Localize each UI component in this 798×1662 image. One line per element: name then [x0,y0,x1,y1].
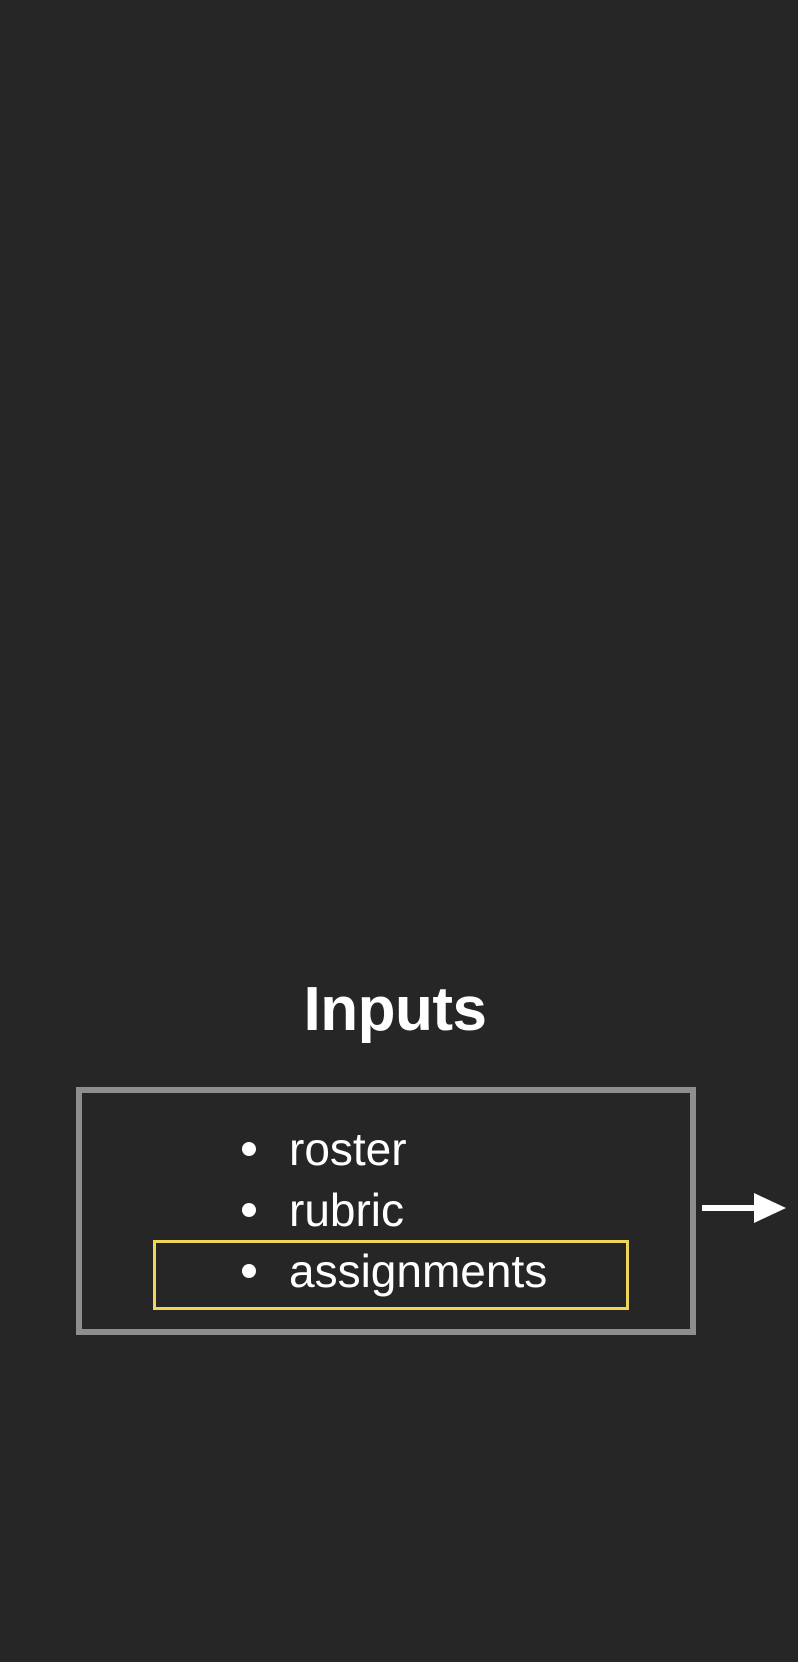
bullet-icon [242,1203,256,1217]
inputs-box [76,1087,696,1335]
arrow-right-icon [702,1193,786,1223]
bullet-icon [242,1264,256,1278]
highlight-box-assignments [153,1240,629,1310]
list-item-label: assignments [289,1245,548,1297]
bullet-icon [242,1142,256,1156]
list-item-label: roster [289,1123,407,1175]
inputs-title: Inputs [303,975,487,1044]
list-item-label: rubric [289,1184,405,1236]
